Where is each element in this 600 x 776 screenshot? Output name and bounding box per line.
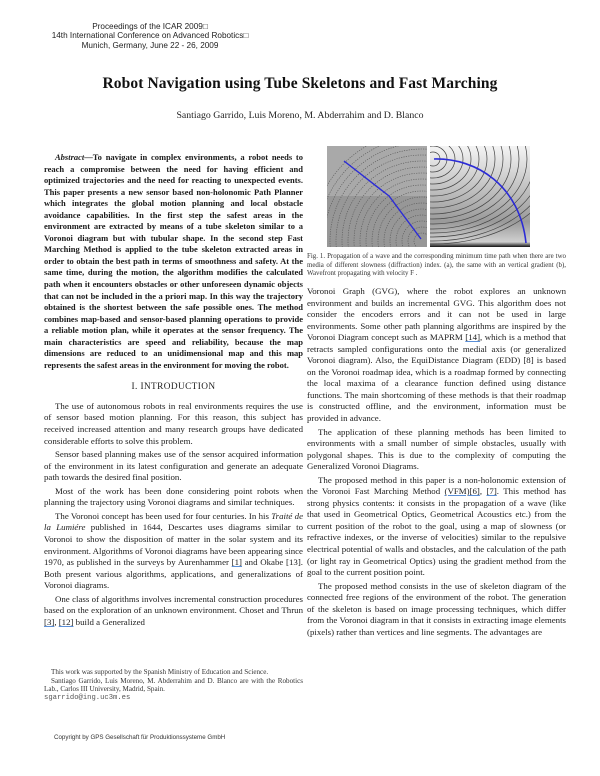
citation-link-14[interactable]: [14] xyxy=(465,332,481,343)
abstract-lead: Abstract xyxy=(55,152,85,162)
footnote-affiliation: Santiago Garrido, Luis Moreno, M. Abderr… xyxy=(44,676,303,694)
section-heading-introduction: I. INTRODUCTION xyxy=(131,382,216,393)
minimum-time-path-a xyxy=(343,160,422,240)
intro-paragraph-3: Most of the work has been done consideri… xyxy=(44,485,303,508)
text-run: The Voronoi concept has been used for fo… xyxy=(55,510,272,521)
citation-link-1[interactable]: [1] xyxy=(231,557,242,568)
figure-1-caption: Fig. 1. Propagation of a wave and the co… xyxy=(307,253,566,278)
copyright-notice: Copyright by GPS Gesellschaft für Produk… xyxy=(54,734,226,741)
text-run: Voronoi Graph (GVG), where the robot exp… xyxy=(307,286,566,343)
text-run: , which is a method that retracts sample… xyxy=(307,332,566,424)
proceedings-header: Proceedings of the ICAR 2009□ 14th Inter… xyxy=(0,22,300,50)
text-run: One class of algorithms involves increme… xyxy=(44,593,303,616)
citation-link-12[interactable]: [12] xyxy=(58,616,74,627)
abstract-dash: — xyxy=(84,152,93,162)
figure-panel-a xyxy=(327,146,427,247)
figure-panel-b xyxy=(430,146,530,247)
proceedings-line-1: Proceedings of the ICAR 2009□ xyxy=(92,22,208,31)
citation-link-vfm-6[interactable]: (VFM)[6] xyxy=(444,486,480,497)
paper-authors: Santiago Garrido, Luis Moreno, M. Abderr… xyxy=(176,110,424,121)
minimum-time-path-b xyxy=(433,158,527,244)
text-run: The proposed method in this paper is a n… xyxy=(307,474,566,497)
citation-link-7[interactable]: [7] xyxy=(486,486,497,497)
text-run: , xyxy=(479,486,487,497)
intro-paragraph-2: Sensor based planning makes use of the s… xyxy=(44,449,303,483)
text-run: . This method has strong physics content… xyxy=(307,486,566,578)
abstract: Abstract—To navigate in complex environm… xyxy=(44,152,303,371)
book-title: Traité de la Lumiére xyxy=(44,510,303,533)
citation-link-3[interactable]: [3] xyxy=(44,616,55,627)
text-run: published in 1644, Descartes uses diagra… xyxy=(44,522,303,568)
figure-1 xyxy=(327,146,533,247)
abstract-text: To navigate in complex environments, a r… xyxy=(44,152,303,370)
text-run: build a Generalized xyxy=(73,616,145,627)
right-column: Voronoi Graph (GVG), where the robot exp… xyxy=(307,286,566,640)
text-run: , xyxy=(54,616,59,627)
right-paragraph-4: The proposed method consists in the use … xyxy=(307,580,566,637)
figure-1-image xyxy=(327,146,530,247)
intro-paragraph-5: One class of algorithms involves increme… xyxy=(44,594,303,629)
right-paragraph-2: The application of these planning method… xyxy=(307,426,566,472)
left-column: Abstract—To navigate in complex environm… xyxy=(44,152,303,630)
intro-paragraph-4: The Voronoi concept has been used for fo… xyxy=(44,511,303,592)
proceedings-line-2: 14th International Conference on Advance… xyxy=(51,31,249,41)
paper-title: Robot Navigation using Tube Skeletons an… xyxy=(102,75,498,92)
right-paragraph-3: The proposed method in this paper is a n… xyxy=(307,475,566,579)
footnote-support: This work was supported by the Spanish M… xyxy=(51,668,269,676)
footnote: This work was supported by the Spanish M… xyxy=(44,668,303,703)
intro-paragraph-1: The use of autonomous robots in real env… xyxy=(44,400,303,446)
text-run: and Okabe [13]. Both present various alg… xyxy=(44,557,303,591)
footnote-email[interactable]: sgarrido@ing.uc3m.es xyxy=(44,694,131,703)
right-paragraph-1: Voronoi Graph (GVG), where the robot exp… xyxy=(307,286,566,425)
proceedings-line-3: Munich, Germany, June 22 - 26, 2009 xyxy=(81,40,219,50)
